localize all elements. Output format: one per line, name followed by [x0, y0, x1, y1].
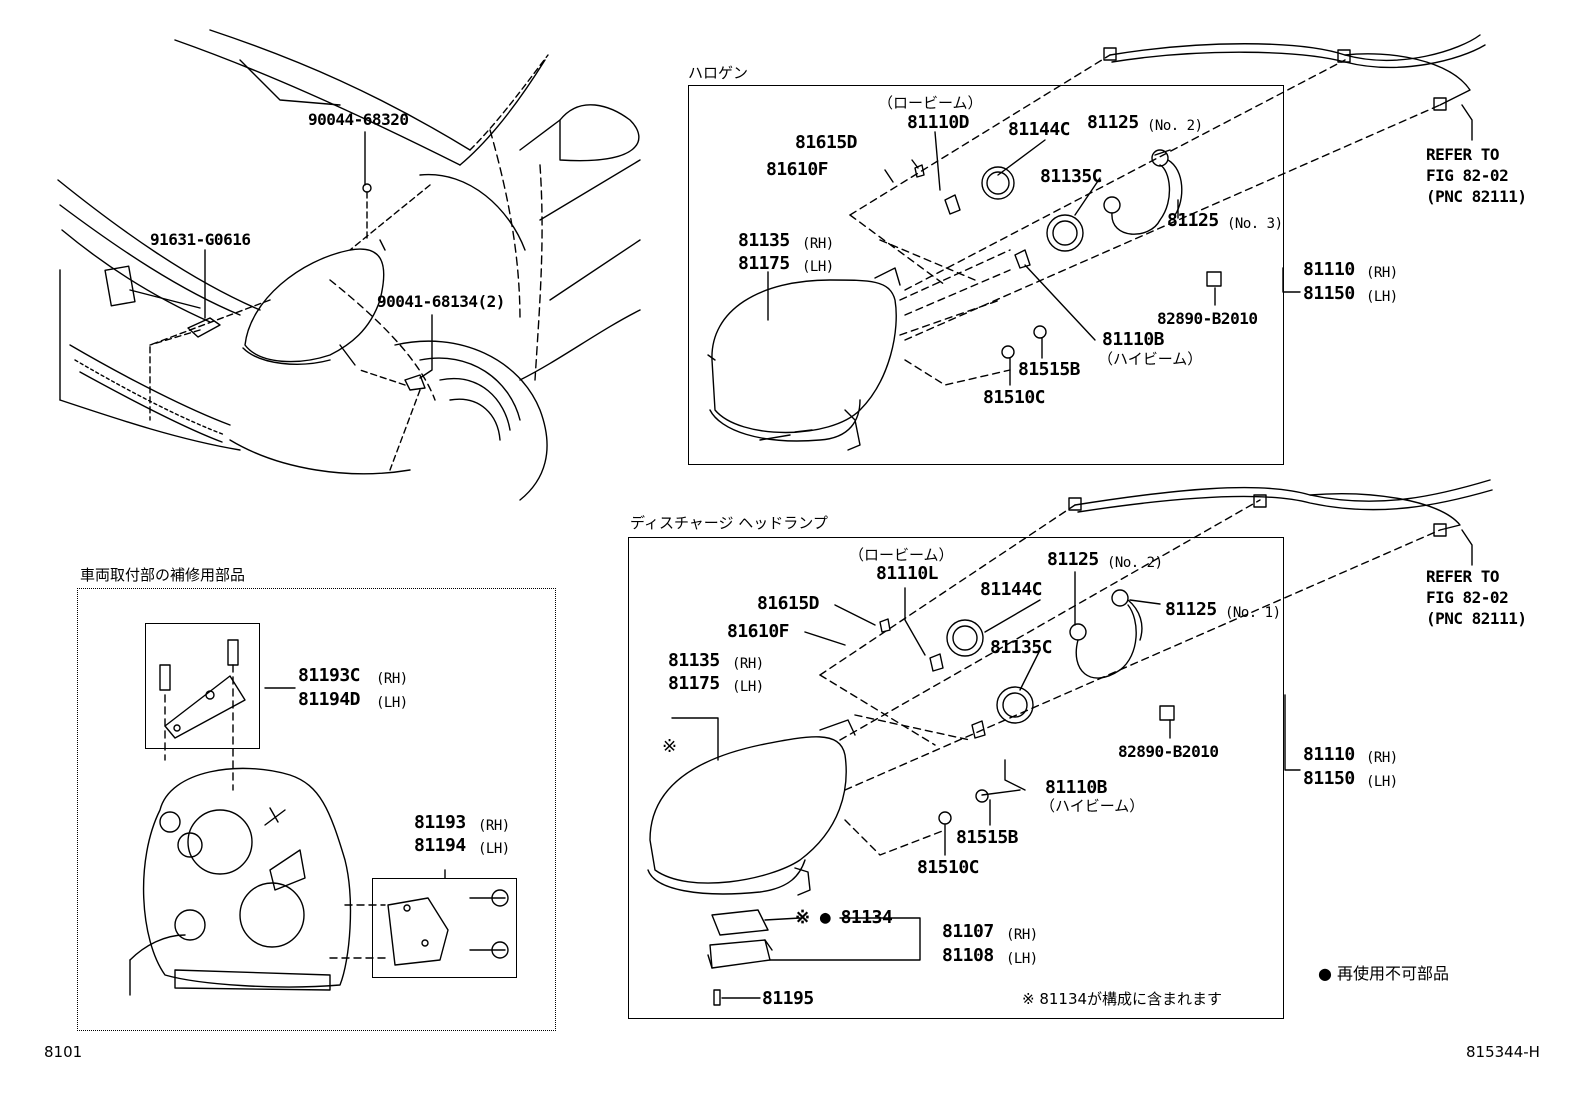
repair-parts-illustration	[129, 639, 509, 996]
discharge-81110-side: (RH)	[1366, 750, 1398, 766]
part-81135C-discharge[interactable]: 81135C	[990, 637, 1053, 658]
halogen-lamp-illustration	[707, 34, 1486, 451]
halogen-81175-side: (LH)	[802, 259, 834, 275]
part-81144C-discharge[interactable]: 81144C	[980, 579, 1043, 600]
part-81193[interactable]: 81193	[414, 812, 466, 833]
part-81610F-discharge[interactable]: 81610F	[727, 621, 790, 642]
halogen-no3-suffix: (No. 3)	[1227, 216, 1283, 232]
part-91631-G0616[interactable]: 91631-G0616	[150, 230, 251, 249]
discharge-81107-side: (RH)	[1006, 927, 1038, 943]
discharge-81108-side: (LH)	[1006, 951, 1038, 967]
part-82890-B2010-discharge[interactable]: 82890-B2010	[1118, 742, 1219, 761]
discharge-refer-line3: (PNC 82111)	[1426, 609, 1527, 628]
discharge-frame	[628, 537, 1284, 1019]
repair-bracket-top-frame	[145, 623, 260, 749]
footer-right-code: 815344-H	[1466, 1043, 1540, 1061]
part-81610F-halogen[interactable]: 81610F	[766, 159, 829, 180]
halogen-high-beam-note: （ハイビーム）	[1098, 350, 1203, 368]
halogen-81150-side: (LH)	[1366, 289, 1398, 305]
halogen-low-beam-note: （ロービーム）	[878, 94, 983, 112]
part-81125-no2-halogen[interactable]: 81125	[1087, 112, 1139, 133]
discharge-refer-line1: REFER TO	[1426, 567, 1500, 586]
part-81175-halogen[interactable]: 81175	[738, 253, 790, 274]
car-front-illustration	[57, 29, 641, 501]
part-81135C-halogen[interactable]: 81135C	[1040, 166, 1103, 187]
part-81134[interactable]: ※ ● 81134	[795, 907, 893, 928]
part-81108[interactable]: 81108	[942, 945, 994, 966]
discharge-no2-suffix: (No. 2)	[1107, 555, 1163, 571]
halogen-section-title: ハロゲン	[688, 64, 749, 82]
halogen-refer-line1: REFER TO	[1426, 145, 1500, 164]
part-81515B-halogen[interactable]: 81515B	[1018, 359, 1081, 380]
part-81135-halogen[interactable]: 81135	[738, 230, 790, 251]
non-reusable-note: ● 再使用不可部品	[1318, 964, 1450, 983]
halogen-81110-side: (RH)	[1366, 265, 1398, 281]
part-81110-halogen[interactable]: 81110	[1303, 259, 1355, 280]
part-81125-no1-discharge[interactable]: 81125	[1165, 599, 1217, 620]
part-81615D-discharge[interactable]: 81615D	[757, 593, 820, 614]
part-81194D[interactable]: 81194D	[298, 689, 361, 710]
discharge-high-beam-note: （ハイビーム）	[1040, 797, 1145, 815]
discharge-81150-side: (LH)	[1366, 774, 1398, 790]
repair-section-title: 車両取付部の補修用部品	[80, 566, 246, 584]
part-81515B-discharge[interactable]: 81515B	[956, 827, 1019, 848]
car-leader-lines	[204, 131, 433, 379]
discharge-low-beam-note: （ロービーム）	[849, 546, 954, 564]
discharge-refer-line2: FIG 82-02	[1426, 588, 1509, 607]
part-81150-discharge[interactable]: 81150	[1303, 768, 1355, 789]
part-81125-no2-discharge[interactable]: 81125	[1047, 549, 1099, 570]
part-82890-B2010-halogen[interactable]: 82890-B2010	[1157, 309, 1258, 328]
part-81135-discharge[interactable]: 81135	[668, 650, 720, 671]
part-81110D[interactable]: 81110D	[907, 112, 970, 133]
part-90044-68320[interactable]: 90044-68320	[308, 110, 409, 129]
repair-81193-side: (RH)	[478, 818, 510, 834]
discharge-81135-side: (RH)	[732, 656, 764, 672]
part-81107[interactable]: 81107	[942, 921, 994, 942]
part-81110B-halogen[interactable]: 81110B	[1102, 329, 1165, 350]
part-81510C-discharge[interactable]: 81510C	[917, 857, 980, 878]
part-81125-no3-halogen[interactable]: 81125	[1167, 210, 1219, 231]
halogen-no2-suffix: (No. 2)	[1147, 118, 1203, 134]
part-81175-discharge[interactable]: 81175	[668, 673, 720, 694]
repair-81194-side: (LH)	[478, 841, 510, 857]
part-81110-discharge[interactable]: 81110	[1303, 744, 1355, 765]
part-81194[interactable]: 81194	[414, 835, 466, 856]
part-81615D-halogen[interactable]: 81615D	[795, 132, 858, 153]
repair-bracket-bottom-frame	[372, 878, 517, 978]
part-81150-halogen[interactable]: 81150	[1303, 283, 1355, 304]
halogen-refer-line3: (PNC 82111)	[1426, 187, 1527, 206]
part-81110B-discharge[interactable]: 81110B	[1045, 777, 1108, 798]
discharge-no1-suffix: (No. 1)	[1225, 605, 1281, 621]
halogen-refer-line2: FIG 82-02	[1426, 166, 1509, 185]
part-81144C-halogen[interactable]: 81144C	[1008, 119, 1071, 140]
discharge-asterisk-mark: ※	[662, 736, 678, 757]
discharge-section-title: ディスチャージ ヘッドランプ	[630, 514, 828, 532]
discharge-lamp-illustration	[647, 479, 1493, 1006]
footer-left-code: 8101	[44, 1043, 83, 1061]
included-note: ※ 81134が構成に含まれます	[1022, 990, 1223, 1008]
repair-parts-frame	[77, 588, 556, 1031]
discharge-81175-side: (LH)	[732, 679, 764, 695]
halogen-81135-side: (RH)	[802, 236, 834, 252]
repair-81193C-side: (RH)	[376, 671, 408, 687]
part-81510C-halogen[interactable]: 81510C	[983, 387, 1046, 408]
part-81193C[interactable]: 81193C	[298, 665, 361, 686]
part-81110L[interactable]: 81110L	[876, 563, 939, 584]
halogen-frame	[688, 85, 1284, 465]
part-81195[interactable]: 81195	[762, 988, 814, 1009]
repair-81194D-side: (LH)	[376, 695, 408, 711]
part-90041-68134[interactable]: 90041-68134(2)	[377, 292, 505, 311]
